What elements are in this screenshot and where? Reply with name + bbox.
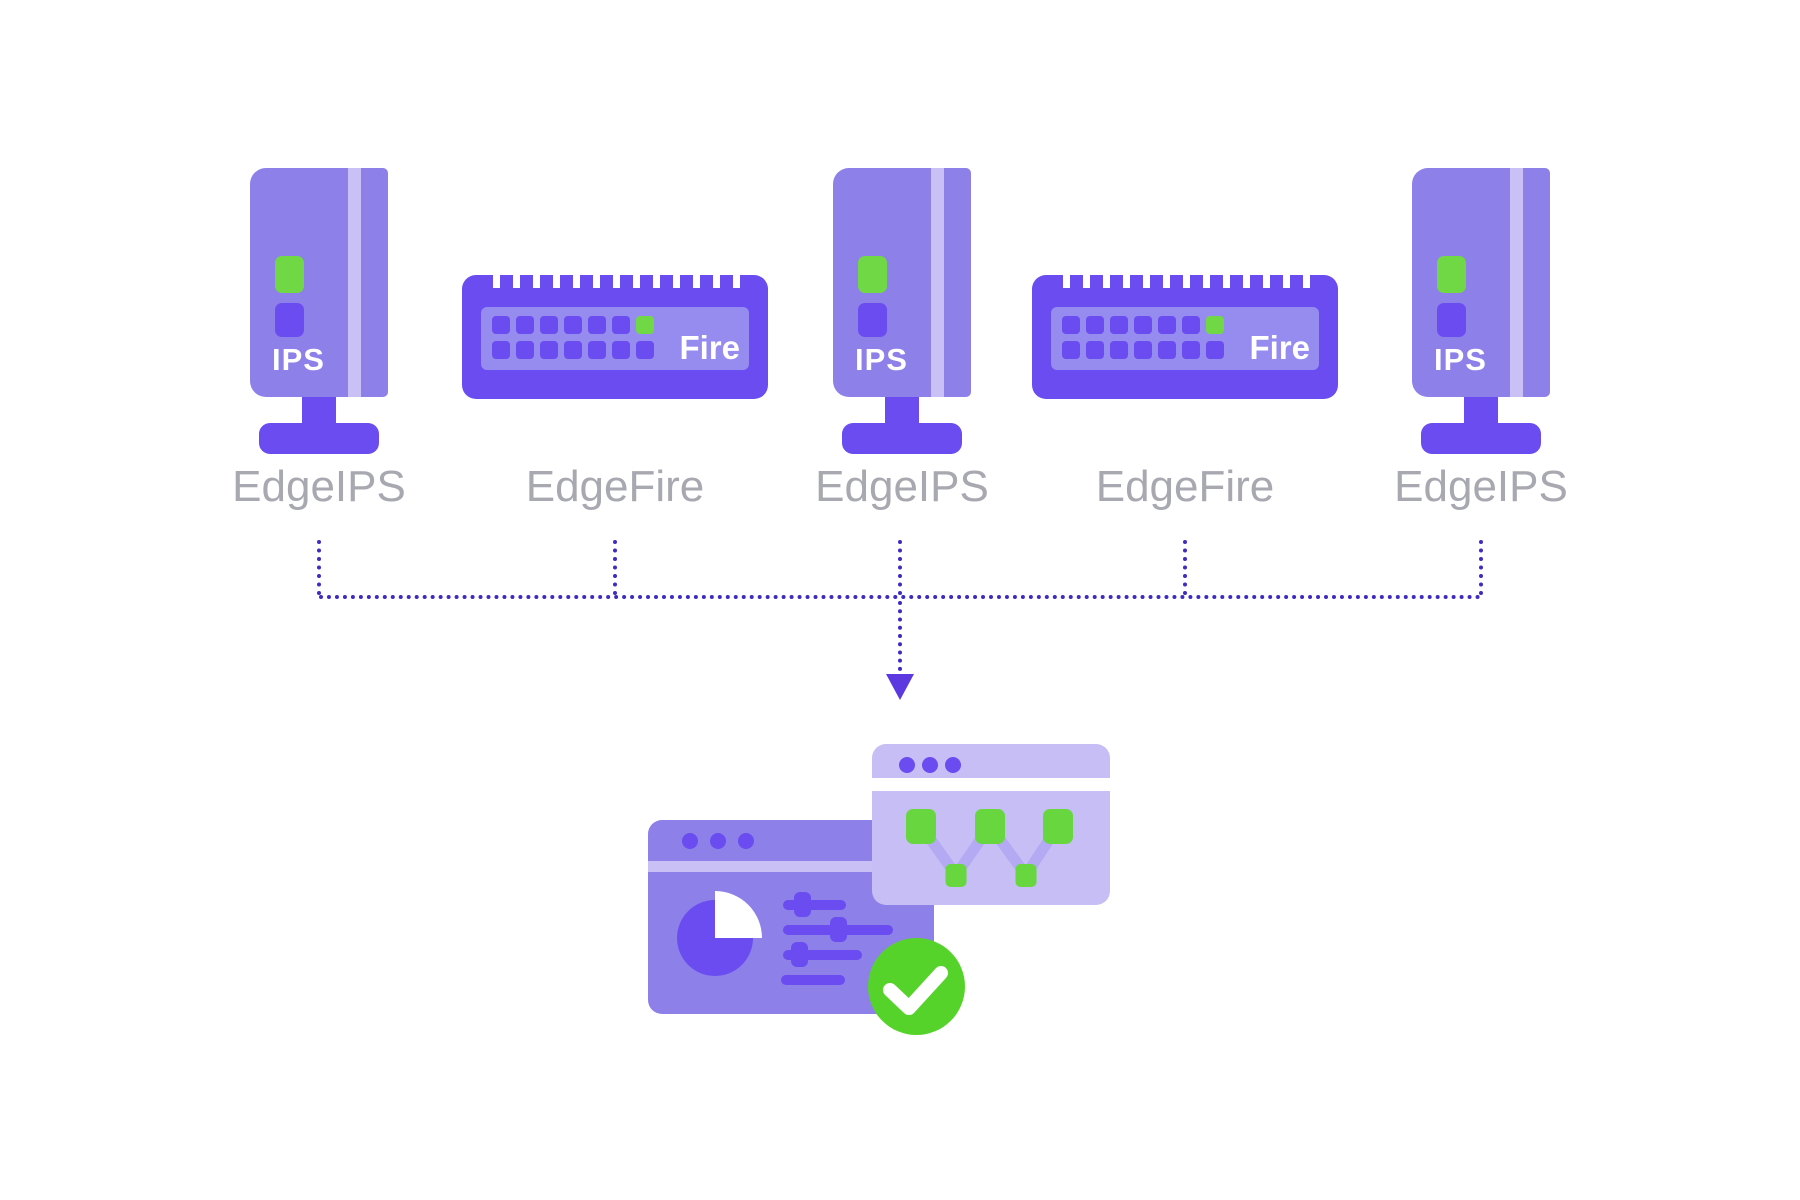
port-led bbox=[1158, 316, 1176, 334]
window-dot bbox=[738, 833, 754, 849]
window-dot bbox=[945, 757, 961, 773]
edgeips-device-2: IPS bbox=[833, 168, 971, 455]
pie-chart-icon bbox=[677, 891, 762, 976]
connector-stub-4 bbox=[1183, 540, 1187, 595]
port-led bbox=[1110, 316, 1128, 334]
window-dot bbox=[899, 757, 915, 773]
connector-stub-1 bbox=[317, 540, 321, 595]
tower-stand-base bbox=[1421, 423, 1541, 454]
port-led bbox=[1086, 316, 1104, 334]
connector-stub-2 bbox=[613, 540, 617, 595]
port-led bbox=[492, 341, 510, 359]
rack-panel: Fire bbox=[481, 307, 749, 370]
window-dots-icon bbox=[682, 833, 754, 849]
port-led bbox=[1062, 316, 1080, 334]
port-led bbox=[516, 316, 534, 334]
status-led-purple bbox=[858, 303, 887, 337]
edgeips-device-1: IPS bbox=[250, 168, 388, 455]
rack-fins bbox=[1050, 275, 1320, 288]
connector-bus-line bbox=[319, 595, 1481, 599]
connector-stub-5 bbox=[1479, 540, 1483, 595]
port-led bbox=[1206, 341, 1224, 359]
window-dot bbox=[922, 757, 938, 773]
port-led bbox=[612, 341, 630, 359]
port-led bbox=[564, 316, 582, 334]
port-led-grid bbox=[1062, 316, 1224, 359]
device-label-edgeips-1: EdgeIPS bbox=[232, 462, 406, 511]
port-led bbox=[492, 316, 510, 334]
port-led bbox=[1062, 341, 1080, 359]
port-led bbox=[540, 316, 558, 334]
status-led-purple bbox=[1437, 303, 1466, 337]
status-led-green bbox=[858, 256, 887, 293]
slider-knob-1 bbox=[794, 892, 811, 917]
port-led bbox=[1182, 341, 1200, 359]
device-label-edgefire-1: EdgeFire bbox=[525, 462, 705, 511]
check-mark bbox=[883, 966, 948, 1015]
port-led bbox=[1134, 341, 1152, 359]
tower-body: IPS bbox=[833, 168, 971, 397]
window-header-divider bbox=[872, 778, 1110, 791]
status-led-purple bbox=[275, 303, 304, 337]
tower-stand-neck bbox=[1464, 397, 1498, 424]
tower-stripe bbox=[931, 168, 944, 397]
device-label-edgeips-2: EdgeIPS bbox=[815, 462, 989, 511]
status-led-green bbox=[275, 256, 304, 293]
tower-stand-base bbox=[259, 423, 379, 454]
device-label-edgefire-2: EdgeFire bbox=[1095, 462, 1275, 511]
window-dots-icon bbox=[899, 757, 961, 773]
status-led-green bbox=[1437, 256, 1466, 293]
edgefire-device-2: Fire bbox=[1032, 275, 1338, 399]
port-led bbox=[1158, 341, 1176, 359]
device-label-edgeips-3: EdgeIPS bbox=[1394, 462, 1568, 511]
tower-stripe bbox=[1510, 168, 1523, 397]
fire-badge: Fire bbox=[679, 329, 740, 366]
port-led bbox=[588, 316, 606, 334]
ips-badge: IPS bbox=[272, 342, 325, 377]
fire-badge: Fire bbox=[1249, 329, 1310, 366]
tower-body: IPS bbox=[1412, 168, 1550, 397]
port-led bbox=[1134, 316, 1152, 334]
tower-stand-base bbox=[842, 423, 962, 454]
rack-panel: Fire bbox=[1051, 307, 1319, 370]
slider-bar-4 bbox=[781, 975, 845, 985]
port-led bbox=[612, 316, 630, 334]
rack-fins bbox=[480, 275, 750, 288]
slider-knob-3 bbox=[791, 942, 808, 967]
tower-body: IPS bbox=[250, 168, 388, 397]
arrow-down-icon bbox=[886, 674, 914, 700]
port-led bbox=[540, 341, 558, 359]
slider-bar-3 bbox=[783, 950, 862, 960]
node-graph-icon bbox=[906, 809, 1073, 887]
connector-drop-line bbox=[898, 601, 902, 671]
port-led bbox=[1182, 316, 1200, 334]
edgefire-device-1: Fire bbox=[462, 275, 768, 399]
connector-stub-3 bbox=[898, 540, 902, 595]
port-led bbox=[636, 341, 654, 359]
check-circle-icon bbox=[868, 938, 965, 1035]
tower-stand-neck bbox=[885, 397, 919, 424]
port-led bbox=[1086, 341, 1104, 359]
slider-knob-2 bbox=[830, 917, 847, 942]
port-led-active bbox=[636, 316, 654, 334]
window-dot bbox=[682, 833, 698, 849]
slider-bar-1 bbox=[783, 900, 846, 910]
ips-badge: IPS bbox=[855, 342, 908, 377]
window-header-divider bbox=[648, 861, 934, 872]
tower-stripe bbox=[348, 168, 361, 397]
port-led bbox=[516, 341, 534, 359]
analytics-window-icon bbox=[872, 744, 1110, 905]
port-led-grid bbox=[492, 316, 654, 359]
ips-badge: IPS bbox=[1434, 342, 1487, 377]
tower-stand-neck bbox=[302, 397, 336, 424]
port-led bbox=[1110, 341, 1128, 359]
port-led bbox=[588, 341, 606, 359]
port-led bbox=[564, 341, 582, 359]
port-led-active bbox=[1206, 316, 1224, 334]
window-dot bbox=[710, 833, 726, 849]
edgeips-device-3: IPS bbox=[1412, 168, 1550, 455]
